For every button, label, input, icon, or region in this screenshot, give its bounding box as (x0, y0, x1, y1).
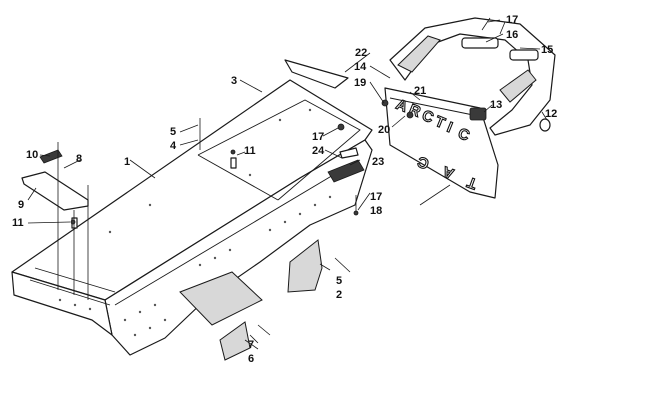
callout-14: 14 (354, 61, 367, 73)
callout-17b: 17 (312, 131, 324, 143)
callout-12: 12 (545, 108, 557, 120)
callout-15: 15 (541, 44, 553, 56)
decal (327, 159, 365, 183)
callout-16: 16 (506, 29, 518, 41)
bumper-handle-slot (509, 49, 539, 61)
bumper-grip-right (499, 69, 537, 103)
callout-22: 22 (355, 47, 367, 59)
callout-6: 6 (248, 353, 254, 365)
callout-21: 21 (414, 85, 426, 97)
callout-20: 20 (378, 124, 390, 136)
flap-hanger-bracket (539, 118, 551, 132)
svg-text:I: I (445, 119, 455, 136)
callout-4: 4 (170, 140, 177, 152)
callout-9: 9 (18, 199, 24, 211)
brace-plate (21, 171, 89, 211)
callout-18: 18 (370, 205, 382, 217)
callout-3: 3 (231, 75, 237, 87)
callout-23: 23 (372, 156, 384, 168)
callout-8: 8 (76, 153, 82, 165)
fasteners (57, 17, 506, 336)
callout-11a: 11 (12, 217, 24, 229)
vent-grille (179, 271, 263, 326)
tunnel (11, 79, 373, 356)
callout-2: 2 (336, 289, 342, 301)
strap (39, 149, 63, 164)
bumper-grip-left (397, 35, 441, 73)
callout-1: 1 (124, 156, 130, 168)
callout-19: 19 (354, 77, 366, 89)
side-bracket-lower (219, 321, 251, 361)
side-bracket-upper (287, 239, 323, 293)
callout-7: 7 (248, 339, 254, 351)
callout-5b: 5 (336, 275, 342, 287)
bumper-handle-slot (461, 37, 499, 49)
decal-plate (339, 147, 359, 159)
callout-17a: 17 (506, 14, 518, 26)
reflector-strip (284, 59, 349, 89)
callout-24: 24 (312, 145, 325, 157)
rivet-holes (58, 108, 332, 337)
callout-5a: 5 (170, 126, 176, 138)
callout-11b: 11 (244, 145, 256, 157)
leader-lines (27, 19, 548, 350)
callout-10: 10 (26, 149, 38, 161)
callout-13: 13 (490, 99, 502, 111)
tail-light-clip (469, 107, 487, 121)
tie-down-bracket (230, 157, 237, 169)
callout-17c: 17 (370, 191, 382, 203)
callouts: 1 2 3 4 5 5 6 7 8 9 10 11 11 12 13 14 15… (12, 14, 557, 365)
